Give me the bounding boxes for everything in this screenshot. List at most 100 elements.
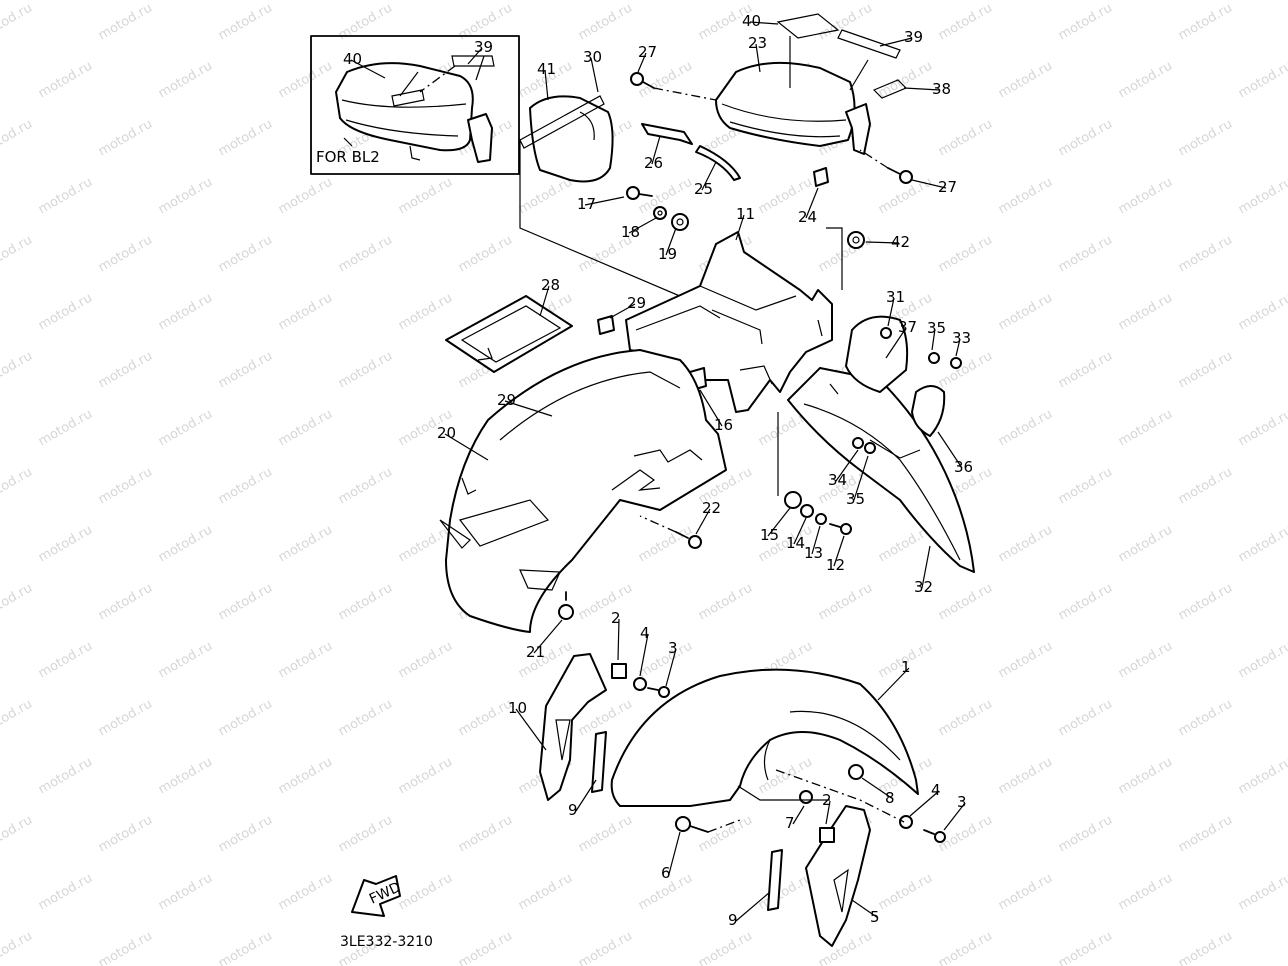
watermark-text: motod.ru (576, 581, 635, 624)
leader-c29a (609, 303, 636, 319)
watermark-text: motod.ru (936, 233, 995, 276)
callout-c40b: 40 (742, 12, 761, 30)
watermark-text: motod.ru (36, 755, 95, 798)
leader-c40b (749, 21, 779, 25)
bolt-27-left (630, 72, 655, 89)
watermark-text: motod.ru (96, 349, 155, 392)
bolt-33 (950, 357, 962, 369)
watermark-text: motod.ru (276, 175, 335, 218)
washer-4-left (633, 677, 647, 691)
nut-31 (880, 327, 892, 339)
leader-c23 (755, 43, 761, 73)
callout-c4a: 4 (640, 624, 650, 642)
leader-c32 (921, 545, 931, 589)
watermark-text: motod.ru (96, 465, 155, 508)
watermark-text: motod.ru (36, 523, 95, 566)
watermark-text: motod.ru (216, 929, 275, 966)
watermark-text: motod.ru (276, 59, 335, 102)
part-36-lens (911, 385, 946, 437)
watermark-text: motod.ru (696, 581, 755, 624)
watermark-text: motod.ru (216, 1, 275, 44)
watermark-text: motod.ru (336, 1, 395, 44)
part-25-strip (695, 145, 741, 181)
grommet-42 (847, 231, 865, 249)
watermark-text: motod.ru (156, 291, 215, 334)
watermark-text: motod.ru (1236, 175, 1288, 218)
part-21-plug (558, 591, 574, 620)
watermark-text: motod.ru (1176, 349, 1235, 392)
watermark-text: motod.ru (216, 813, 275, 856)
watermark-text: motod.ru (936, 697, 995, 740)
watermark-text: motod.ru (816, 1, 875, 44)
watermark-text: motod.ru (1116, 639, 1175, 682)
leader-c8 (861, 777, 894, 800)
bolt-12 (829, 523, 852, 535)
watermark-text: motod.ru (0, 581, 35, 624)
watermark-text: motod.ru (36, 59, 95, 102)
leader-c28 (539, 285, 550, 317)
watermark-text: motod.ru (576, 1, 635, 44)
watermark-text: motod.ru (1116, 755, 1175, 798)
callout-c15: 15 (760, 526, 779, 544)
watermark-text: motod.ru (36, 871, 95, 914)
watermark-text: motod.ru (516, 175, 575, 218)
watermark-text: motod.ru (1236, 755, 1288, 798)
watermark-text: motod.ru (1056, 1, 1115, 44)
watermark-text: motod.ru (876, 871, 935, 914)
watermark-text: motod.ru (96, 697, 155, 740)
washer-35-lower (864, 442, 876, 454)
watermark-text: motod.ru (36, 407, 95, 450)
watermark-text: motod.ru (1116, 291, 1175, 334)
watermark-text: motod.ru (1116, 523, 1175, 566)
leader-c39b (879, 37, 913, 47)
watermark-text: motod.ru (756, 871, 815, 914)
leader-c40a (350, 59, 386, 79)
bolt-3-right (923, 829, 946, 843)
callout-c35b: 35 (846, 490, 865, 508)
nut-8 (848, 764, 864, 780)
callout-c29b: 29 (497, 391, 516, 409)
callout-c14: 14 (786, 534, 805, 552)
watermark-text: motod.ru (1176, 581, 1235, 624)
leader-c13 (811, 525, 821, 555)
leader-c10 (515, 708, 547, 751)
part-1-front-fender (610, 668, 919, 808)
watermark-text: motod.ru (0, 117, 35, 160)
watermark-text: motod.ru (396, 639, 455, 682)
part-10-fender-stay-left (539, 653, 607, 801)
callout-c10: 10 (508, 699, 527, 717)
inset-frame (310, 35, 520, 175)
watermark-text: motod.ru (216, 465, 275, 508)
callout-c7: 7 (785, 814, 795, 832)
watermark-text: motod.ru (396, 755, 455, 798)
watermark-text: motod.ru (396, 291, 455, 334)
watermark-text: motod.ru (816, 233, 875, 276)
leader-c30 (590, 57, 599, 93)
watermark-text: motod.ru (996, 871, 1055, 914)
watermark-text: motod.ru (96, 581, 155, 624)
watermark-text: motod.ru (36, 639, 95, 682)
watermark-text: motod.ru (876, 59, 935, 102)
callout-c18: 18 (621, 223, 640, 241)
watermark-text: motod.ru (1056, 117, 1115, 160)
leader-c35a (931, 328, 936, 351)
bolt-22 (675, 531, 702, 549)
watermark-text: motod.ru (1116, 175, 1175, 218)
callout-c42: 42 (891, 233, 910, 251)
callout-c38: 38 (932, 80, 951, 98)
watermark-text: motod.ru (1176, 1, 1235, 44)
watermark-text: motod.ru (1056, 581, 1115, 624)
part-29-clip-upper (597, 315, 615, 335)
fwd-arrow-icon: FWD (351, 875, 403, 917)
watermark-text: motod.ru (216, 233, 275, 276)
callout-c29a: 29 (627, 294, 646, 312)
leader-c35b (853, 455, 869, 501)
watermark-text: motod.ru (156, 755, 215, 798)
callout-c34: 34 (828, 471, 847, 489)
watermark-text: motod.ru (36, 175, 95, 218)
watermark-text: motod.ru (1116, 407, 1175, 450)
leader-c14 (793, 517, 807, 545)
part-37-bracket (845, 315, 909, 393)
callout-c9a: 9 (568, 801, 578, 819)
